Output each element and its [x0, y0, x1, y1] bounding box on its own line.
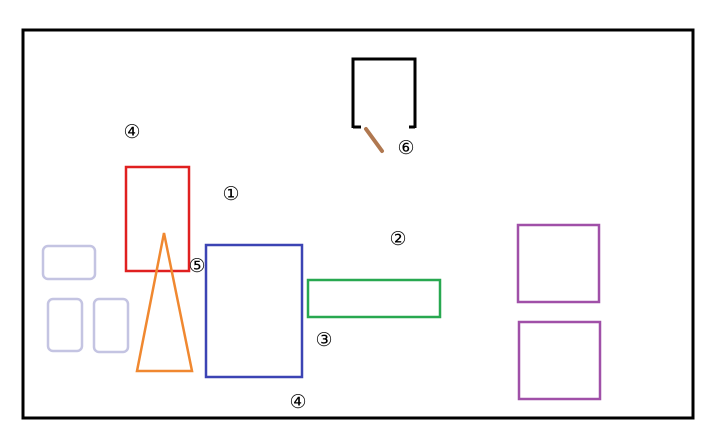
- lavender-rounded-rect-top: [41, 244, 97, 281]
- black-bracket-shape: [351, 57, 417, 128]
- lavender-rounded-rect-right: [92, 297, 130, 354]
- brown-diagonal-line: [364, 127, 384, 153]
- red-rectangle: [124, 165, 191, 273]
- outer-boundary: [21, 28, 695, 420]
- label-one: ①: [222, 183, 239, 205]
- label-four-bottom: ④: [289, 391, 306, 413]
- label-four-top: ④: [123, 121, 140, 143]
- lavender-rounded-rect-left: [46, 297, 84, 353]
- blue-rectangle: [204, 243, 304, 379]
- green-rectangle: [306, 278, 442, 319]
- label-six: ⑥: [397, 137, 414, 159]
- label-five: ⑤: [188, 255, 205, 277]
- orange-triangle: [135, 232, 194, 373]
- purple-square-upper: [516, 223, 601, 304]
- label-three: ③: [315, 329, 332, 351]
- purple-square-lower: [517, 320, 602, 401]
- label-two: ②: [389, 228, 406, 250]
